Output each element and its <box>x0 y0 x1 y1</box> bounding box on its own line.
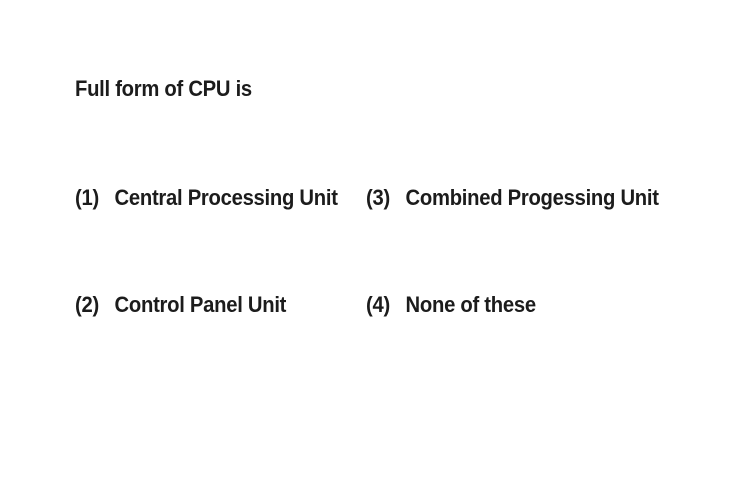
option-4: (4) None of these <box>366 292 536 318</box>
question-text: Full form of CPU is <box>75 76 252 101</box>
option-number: (2) <box>75 292 99 317</box>
option-number: (3) <box>366 185 390 210</box>
option-number: (4) <box>366 292 390 317</box>
option-1: (1) Central Processing Unit <box>75 185 338 211</box>
option-3: (3) Combined Progessing Unit <box>366 185 659 211</box>
option-label: Central Processing Unit <box>114 185 338 210</box>
option-label: Combined Progessing Unit <box>405 185 659 210</box>
option-2: (2) Control Panel Unit <box>75 292 286 318</box>
option-label: Control Panel Unit <box>114 292 287 317</box>
option-number: (1) <box>75 185 99 210</box>
option-label: None of these <box>405 292 537 317</box>
